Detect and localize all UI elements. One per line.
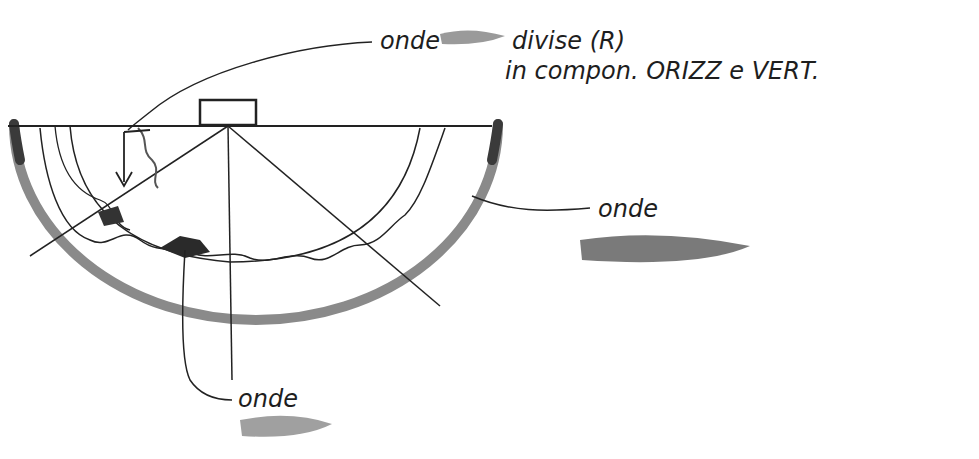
ray: [30, 126, 228, 256]
handwritten-label: onde: [380, 28, 440, 54]
leader-line: [472, 196, 590, 210]
leader-line: [128, 42, 372, 130]
handwritten-label: onde: [598, 196, 658, 222]
wavy-wave: [138, 128, 158, 188]
wavy-wave: [40, 128, 445, 260]
scribble: [240, 416, 332, 437]
leader-line: [183, 250, 232, 400]
source-box: [200, 100, 256, 125]
ray: [228, 126, 440, 306]
handwritten-label: in compon. ORIZZ e VERT.: [505, 58, 819, 84]
wavefront: [70, 126, 420, 262]
handwritten-label: onde: [238, 386, 298, 412]
ray: [228, 126, 232, 380]
scribble: [580, 235, 750, 262]
shaded-mark: [98, 206, 124, 226]
half-space-outline: [14, 124, 498, 320]
handwritten-label: divise (R): [512, 28, 625, 54]
arrow-shaft: [124, 130, 150, 132]
outline-end: [14, 124, 20, 160]
arrow-shaft: [123, 132, 125, 182]
arrow-head: [116, 172, 132, 186]
scribble: [440, 30, 505, 44]
outline-end: [492, 124, 498, 160]
